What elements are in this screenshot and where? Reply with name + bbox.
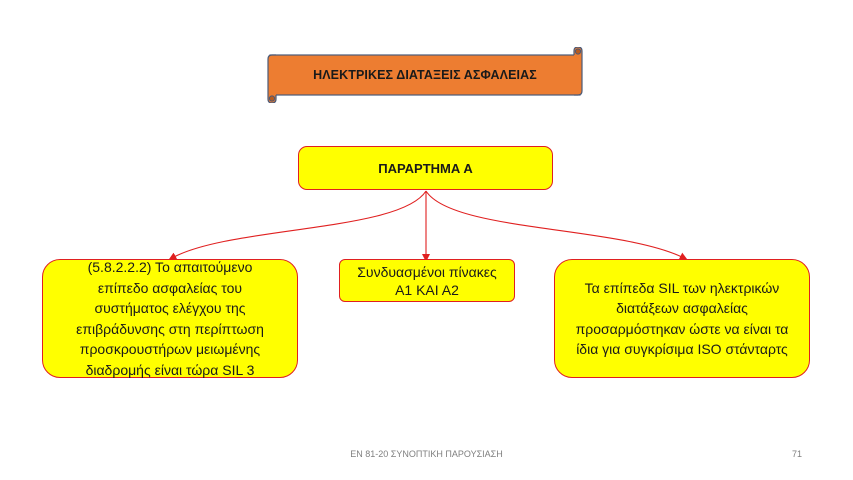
- root-node-annex-a: ΠΑΡΑΡΤΗΜΑ Α: [298, 146, 553, 190]
- child-node-label: (5.8.2.2.2) Το απαιτούμενο επίπεδο ασφαλ…: [76, 259, 264, 378]
- child-node-combined-tables: Συνδυασμένοι πίνακες Α1 ΚΑΙ Α2: [339, 259, 515, 302]
- banner-title: ΗΛΕΚΤΡΙΚΕΣ ΔΙΑΤΑΞΕΙΣ ΑΣΦΑΛΕΙΑΣ: [313, 68, 537, 82]
- child-node-sil-levels-iso: Τα επίπεδα SIL των ηλεκτρικών διατάξεων …: [554, 259, 810, 378]
- connector-left: [168, 190, 427, 260]
- child-node-label: Συνδυασμένοι πίνακες Α1 ΚΑΙ Α2: [357, 263, 497, 298]
- footer-text: ΕΝ 81-20 ΣΥΝΟΠΤΙΚΗ ΠΑΡΟΥΣΙΑΣΗ: [350, 449, 503, 459]
- page-number: 71: [791, 449, 802, 459]
- connector-right: [425, 190, 688, 260]
- title-banner: ΗΛΕΚΤΡΙΚΕΣ ΔΙΑΤΑΞΕΙΣ ΑΣΦΑΛΕΙΑΣ: [262, 47, 588, 103]
- child-node-sil3-requirement: (5.8.2.2.2) Το απαιτούμενο επίπεδο ασφαλ…: [42, 259, 298, 378]
- root-node-label: ΠΑΡΑΡΤΗΜΑ Α: [378, 160, 473, 176]
- child-node-label: Τα επίπεδα SIL των ηλεκτρικών διατάξεων …: [575, 279, 789, 358]
- scroll-banner-shape: [267, 47, 583, 103]
